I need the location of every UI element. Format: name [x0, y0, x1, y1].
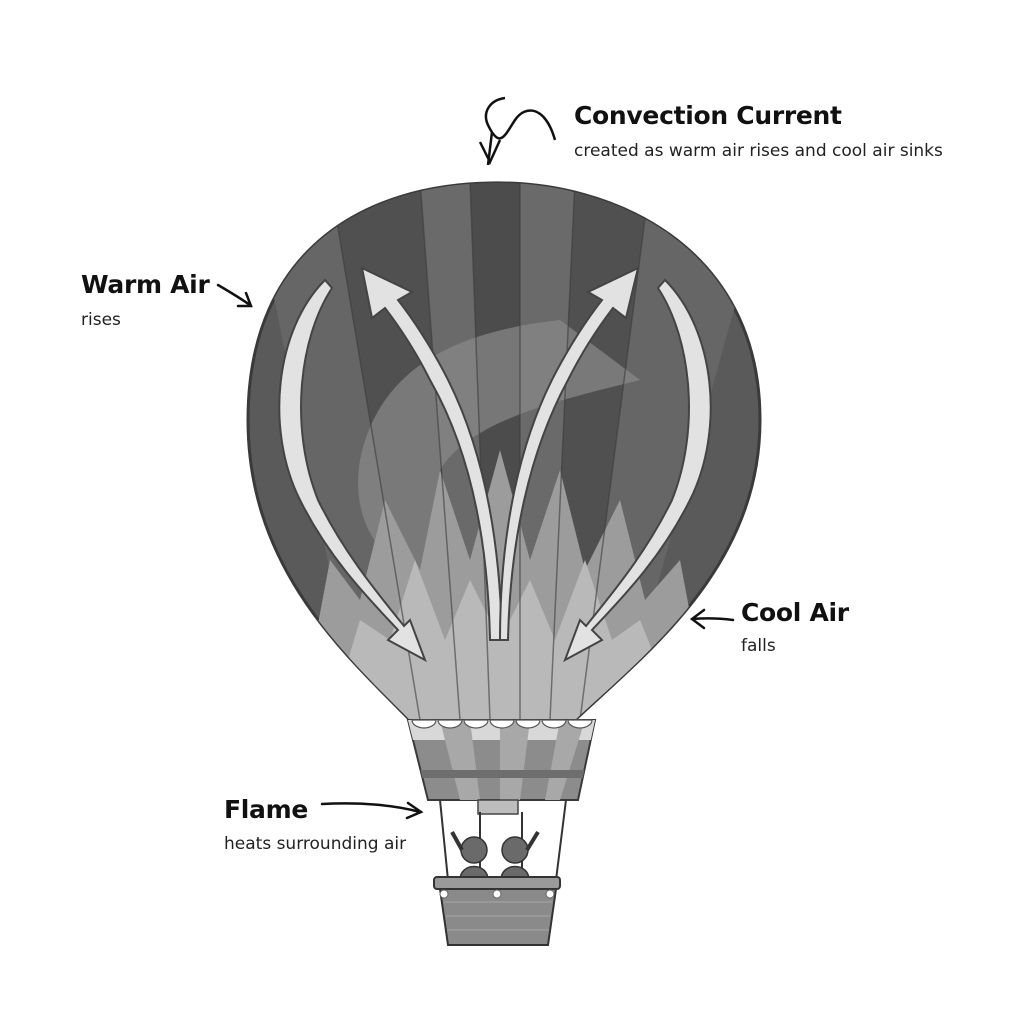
burner — [477, 799, 519, 815]
pointer-arrow-icon — [216, 283, 735, 820]
convection-desc: created as warm air rises and cool air s… — [574, 141, 943, 161]
flame-desc: heats surrounding air — [224, 834, 407, 854]
convection-title: Convection Current — [574, 101, 842, 130]
cool-air-title: Cool Air — [741, 598, 849, 627]
warm-air-title: Warm Air — [81, 270, 210, 299]
balloon-skirt — [406, 719, 597, 801]
cool-air-desc: falls — [741, 636, 776, 656]
convection-arrow-icon — [278, 266, 712, 663]
wavy-arrow-icon — [478, 96, 557, 166]
passenger-icon — [450, 830, 540, 881]
warm-air-desc: rises — [81, 310, 121, 330]
basket — [433, 876, 561, 946]
flame-title: Flame — [224, 795, 309, 824]
